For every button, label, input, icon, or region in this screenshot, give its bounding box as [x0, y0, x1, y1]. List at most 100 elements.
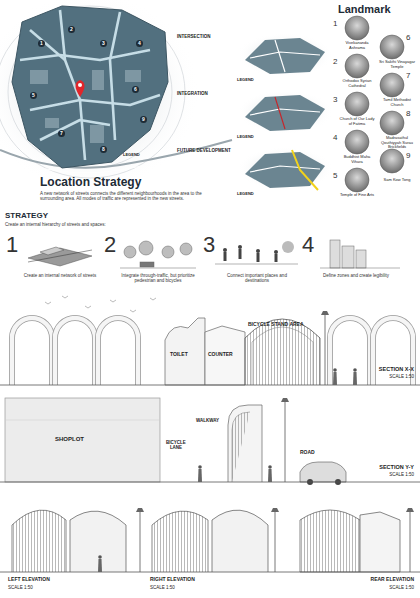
drawing-part	[98, 318, 138, 385]
drawing-part	[76, 80, 85, 97]
drawing-part	[380, 111, 404, 135]
drawing-part	[78, 83, 82, 87]
drawing-part	[136, 508, 144, 512]
legend-heading: LEGEND	[237, 78, 254, 83]
drawing-part	[232, 412, 250, 482]
drawing-part	[250, 52, 320, 58]
drawing-part	[330, 240, 340, 268]
label: Buddhist Maha Vihara	[339, 155, 375, 164]
label: SECTION X-X	[340, 366, 414, 372]
drawing-part	[345, 92, 369, 116]
drawing-part	[30, 30, 65, 60]
label: REAR ELEVATION	[340, 577, 414, 583]
drawing-part	[245, 38, 325, 74]
drawing-part	[45, 118, 59, 128]
drawing-part	[282, 241, 294, 253]
drawing-part	[237, 33, 333, 77]
drawing-part	[180, 243, 192, 255]
drawing-part	[70, 511, 126, 572]
drawing-part	[120, 241, 196, 268]
drawing-part	[110, 12, 120, 140]
legend-heading: LEGEND	[237, 192, 254, 197]
callout-number: 4	[136, 40, 143, 47]
drawing-part	[140, 512, 141, 572]
callout-number: 7	[58, 130, 65, 137]
drawing-part	[256, 249, 260, 253]
drawing-part	[30, 95, 160, 110]
drawing-part	[12, 6, 168, 168]
drawing-part	[320, 240, 400, 268]
heading: 4	[333, 133, 337, 142]
heading: 2	[104, 232, 116, 257]
label: SHOPLOT	[55, 436, 84, 443]
drawing-part	[275, 512, 276, 572]
callout-number: 8	[100, 146, 107, 153]
label: Madrasathul Qouthiyyah Surau Brickfields	[377, 136, 417, 150]
drawing-part	[245, 95, 325, 131]
elevations	[0, 510, 420, 572]
drawing-part	[252, 327, 313, 385]
drawing-part	[12, 318, 52, 385]
drawing-part	[345, 130, 369, 154]
label: A new network of streets connects the di…	[40, 191, 210, 201]
callout-number: 1	[38, 40, 45, 47]
drawing-part	[212, 510, 268, 572]
label: Define zones and create legibility	[314, 273, 398, 278]
label: SCALE 1:50	[340, 374, 414, 379]
drawing-part	[268, 465, 272, 469]
drawing-part	[5, 420, 160, 421]
heading: 9	[406, 151, 410, 160]
heading: 3	[333, 95, 337, 104]
drawing-part	[380, 149, 404, 173]
section-xx	[0, 296, 420, 385]
drawing-part	[274, 250, 278, 254]
drawing-part	[124, 246, 136, 258]
label: RIGHT ELEVATION	[150, 577, 195, 583]
label: BICYCLE LANE	[163, 440, 189, 450]
map-area: LEGEND	[5, 5, 170, 170]
drawing-part	[55, 318, 95, 385]
drawing-part	[237, 147, 333, 191]
drawing-part	[45, 296, 156, 312]
drawing-part	[30, 70, 48, 84]
legend-heading: LEGEND	[123, 153, 140, 158]
drawing-part	[90, 125, 104, 143]
callout-number: 9	[140, 116, 147, 123]
section-yy	[0, 398, 420, 485]
label: Vivekananda Ashrama	[339, 41, 375, 50]
drawing-part	[245, 152, 325, 188]
drawing-part	[345, 54, 369, 78]
drawing-part	[292, 150, 318, 190]
label: WALKWAY	[196, 418, 219, 423]
drawing-part	[20, 10, 160, 160]
drawing-part	[257, 253, 260, 262]
drawing-part	[406, 508, 414, 512]
drawing-part	[139, 241, 153, 255]
map-panel: INTEGRATIONLEGEND	[175, 89, 333, 144]
heading: 7	[406, 71, 410, 80]
drawing-part	[275, 254, 278, 262]
drawing-part	[0, 482, 420, 483]
label: Church of Our Lady of Fatima	[339, 117, 375, 126]
drawing-part	[245, 319, 320, 385]
drawing-part	[271, 508, 279, 512]
drawing-part	[60, 10, 85, 160]
drawing-part	[0, 572, 420, 573]
label: Connect important places and destination…	[215, 273, 299, 283]
drawing-part	[345, 16, 369, 40]
drawing-part	[300, 510, 360, 572]
drawing-part	[250, 109, 320, 115]
label: Integrate through-traffic, but prioritiz…	[116, 273, 200, 283]
drawing-part	[162, 246, 174, 258]
drawing-part	[125, 70, 141, 82]
drawing-part	[239, 249, 242, 259]
drawing-part	[380, 35, 404, 59]
drawing-part	[215, 264, 298, 265]
drawing-part	[345, 168, 369, 192]
label: Tamil Methodist Church	[377, 98, 417, 107]
panel-heading: INTEGRATION	[177, 91, 208, 96]
drawing-part	[28, 250, 92, 262]
drawing-part	[12, 510, 66, 572]
drawing-part	[228, 405, 262, 482]
poster-title: Location Strategy	[40, 176, 141, 190]
